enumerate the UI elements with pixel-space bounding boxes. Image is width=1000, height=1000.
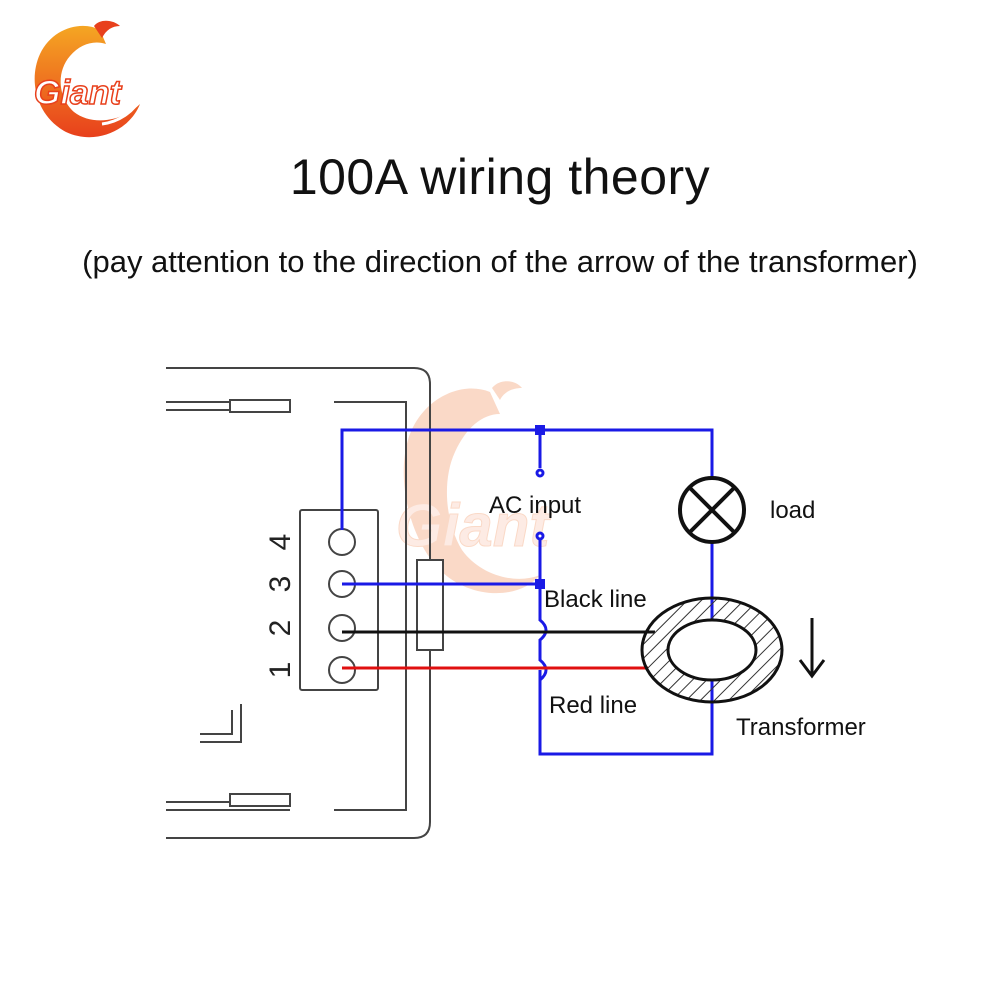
transformer [640, 596, 784, 704]
page-subtitle: (pay attention to the direction of the a… [82, 244, 918, 279]
black-line-label: Black line [544, 586, 647, 613]
junction-top [535, 425, 545, 435]
terminal-label-3: 3 [264, 576, 297, 593]
terminal-label-4: 4 [264, 534, 297, 551]
page-title: 100A wiring theory [289, 149, 711, 205]
giant-logo: Giant [33, 20, 142, 138]
terminal-label-1: 1 [264, 662, 297, 679]
load-lamp [678, 476, 746, 544]
transformer-label: Transformer [736, 714, 866, 741]
terminal-label-2: 2 [264, 620, 297, 637]
down-arrow-icon [798, 618, 826, 679]
meter-housing [166, 367, 444, 839]
blue-wires [340, 428, 714, 756]
red-line-label: Red line [549, 692, 638, 719]
junction-black [535, 579, 545, 589]
ac-input-label: AC input [489, 492, 582, 519]
watermark-logo: Giant [396, 381, 553, 594]
load-label: load [770, 497, 816, 524]
watermark-text: Giant [396, 492, 552, 559]
logo-text: Giant [34, 74, 123, 112]
